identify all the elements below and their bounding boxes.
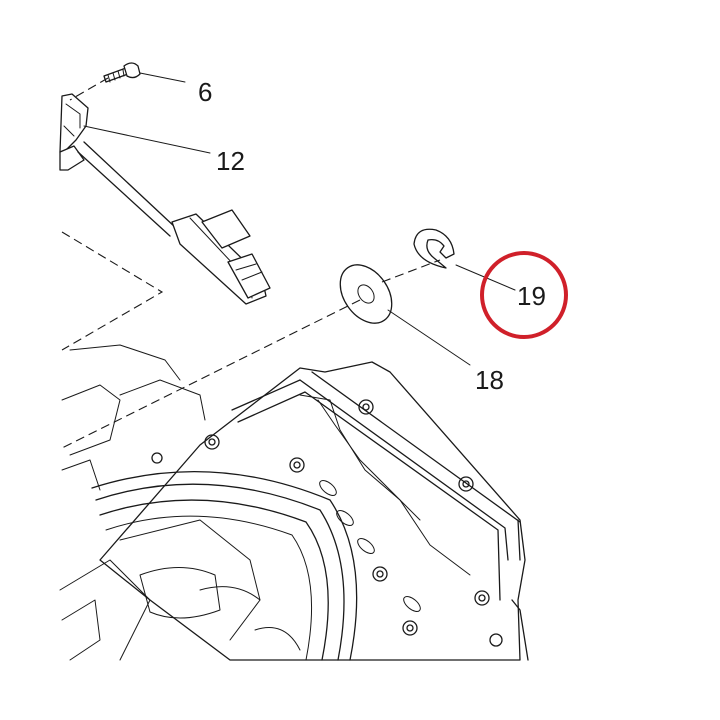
circlip-part — [413, 228, 455, 269]
assembly-guide-lines — [61, 77, 441, 449]
callout-label: 12 — [216, 146, 245, 176]
highlight-circle — [480, 251, 568, 339]
screw-part — [103, 62, 141, 83]
callout-label: 6 — [198, 77, 212, 107]
callout-label: 18 — [475, 365, 504, 395]
washer-part — [339, 264, 393, 324]
leader-lines — [83, 72, 516, 366]
transmission-housing — [59, 344, 529, 661]
callout-label: 19 — [517, 281, 546, 311]
sensor-part — [59, 93, 271, 305]
